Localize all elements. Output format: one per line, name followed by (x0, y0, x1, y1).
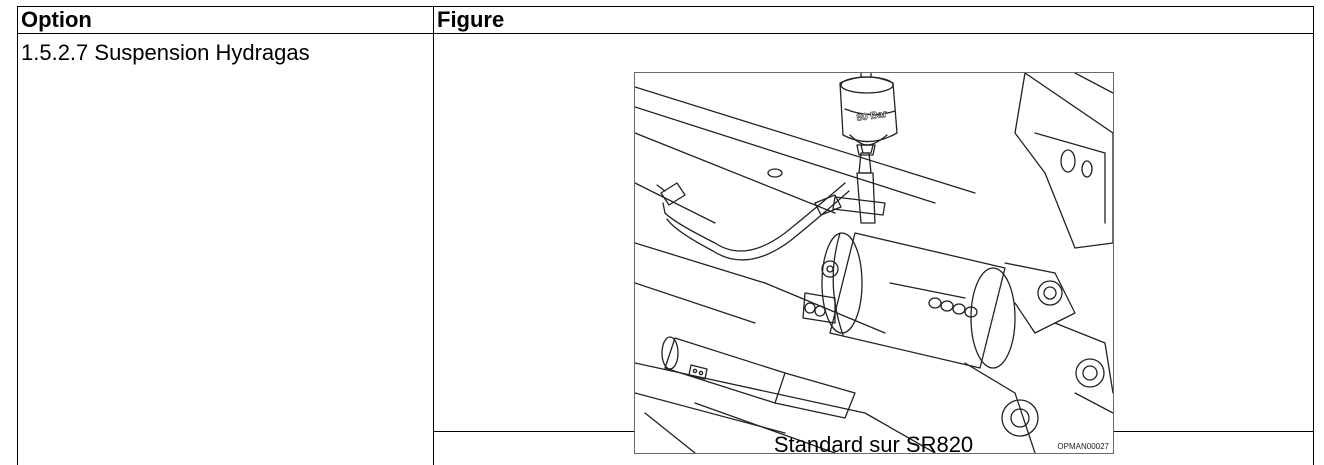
header-figure: Figure (437, 7, 505, 32)
option-label: 1.5.2.7 Suspension Hydragas (21, 40, 310, 65)
header-option: Option (21, 7, 92, 32)
figure-caption: Standard sur SR820 (773, 432, 974, 457)
table-right-border (1313, 6, 1314, 465)
drawing-code: OPMAN00027 (1057, 442, 1109, 451)
table-left-border (17, 6, 18, 465)
hydragas-suspension-figure: 80 Bar OPMAN00027 (634, 72, 1114, 454)
header-bottom-border (17, 33, 1314, 34)
accumulator-label: 80 Bar (856, 109, 888, 124)
column-divider (433, 6, 434, 465)
table-top-border (17, 6, 1314, 7)
